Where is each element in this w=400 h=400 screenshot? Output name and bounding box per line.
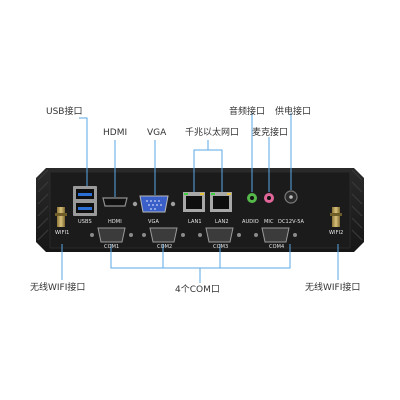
wifi-left-callout-label: 无线WIFI接口 <box>30 283 86 293</box>
audio-callout-label: 音频接口 <box>229 107 266 117</box>
panel-label-hdmi: HDMI <box>108 219 122 225</box>
lan-ports <box>183 192 232 212</box>
wifi-right-callout-label: 无线WIFI接口 <box>305 283 361 293</box>
panel-label-com1: COM1 <box>104 244 120 250</box>
panel-label-vga: VGA <box>148 219 160 225</box>
panel-label-wifi1: WIFI1 <box>55 230 70 236</box>
hdmi-port <box>102 197 128 207</box>
lan-callout-label: 千兆以太网口 <box>185 128 240 138</box>
com-callout-label: 4个COM口 <box>175 285 220 295</box>
panel-label-lan2: LAN2 <box>215 219 229 225</box>
power-callout-label: 供电接口 <box>275 107 312 117</box>
usb-callout-label: USB接口 <box>46 107 83 117</box>
panel-label-usbs: USBS <box>78 219 92 225</box>
vga-port <box>132 195 176 213</box>
panel-label-wifi2: WIFI2 <box>329 230 344 236</box>
leader-lines <box>61 113 339 283</box>
mic-callout-label: 麦克接口 <box>252 128 289 138</box>
audio-jacks <box>247 193 274 203</box>
panel-label-com4: COM4 <box>269 244 285 250</box>
wifi-antenna-right <box>330 207 342 227</box>
heatsink-fins <box>37 169 363 241</box>
panel-label-lan1: LAN1 <box>188 219 202 225</box>
hdmi-callout-label: HDMI <box>103 128 128 138</box>
vga-callout-label: VGA <box>147 128 167 138</box>
panel-label-mic: MIC <box>264 219 274 225</box>
usb-ports <box>73 186 97 216</box>
panel-label-com3: COM3 <box>213 244 229 250</box>
panel-label-dc: DC12V-5A <box>278 219 305 225</box>
panel-label-com2: COM2 <box>157 244 173 250</box>
com-ports <box>97 227 290 243</box>
wifi-antenna-left <box>55 207 67 227</box>
dc-power-jack <box>284 190 298 204</box>
panel-label-audio: AUDIO <box>242 219 259 225</box>
